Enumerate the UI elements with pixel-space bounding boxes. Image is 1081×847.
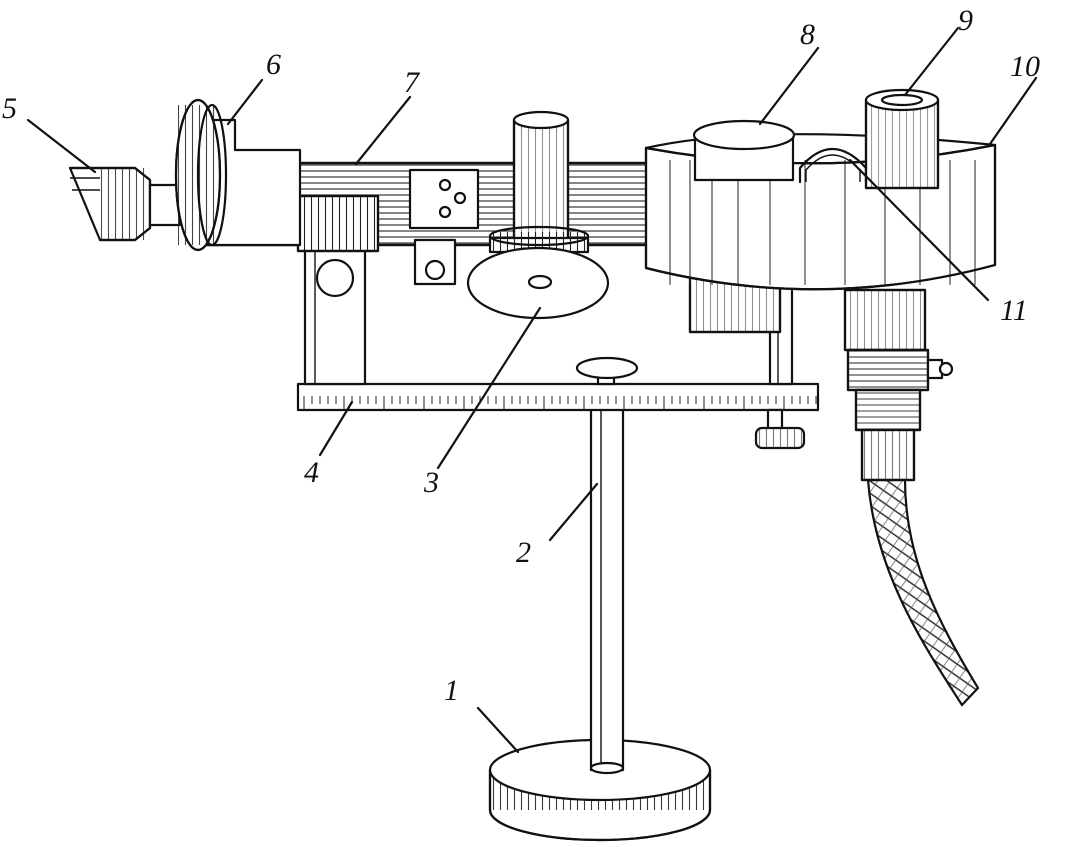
lower-column: [843, 288, 954, 482]
flexible-hose: [866, 478, 980, 707]
label-8: 8: [800, 18, 815, 51]
label-6: 6: [266, 48, 281, 81]
label-4: 4: [304, 456, 319, 489]
upright-knob: [512, 110, 570, 242]
base: [488, 738, 712, 842]
scale-bar: [296, 382, 820, 412]
clamp-knobs: [575, 356, 806, 450]
label-11: 11: [1000, 294, 1028, 327]
rod: [589, 396, 625, 775]
label-2: 2: [516, 536, 531, 569]
support-columns: [303, 248, 794, 386]
label-10: 10: [1010, 50, 1040, 83]
drive-shaft: [68, 166, 182, 242]
label-5: 5: [2, 92, 17, 125]
leader-lines: [26, 26, 1038, 754]
label-1: 1: [444, 674, 459, 707]
rotating-disc: [466, 225, 610, 320]
label-9: 9: [958, 4, 973, 37]
part-labels: 1 2 3 4 5 6 7 8 9 10 11: [2, 4, 1040, 707]
label-3: 3: [423, 466, 439, 499]
top-cylinder: [692, 119, 796, 182]
eyepiece-tube: [864, 88, 940, 190]
label-7: 7: [404, 66, 421, 99]
focus-wheel: [174, 98, 302, 252]
